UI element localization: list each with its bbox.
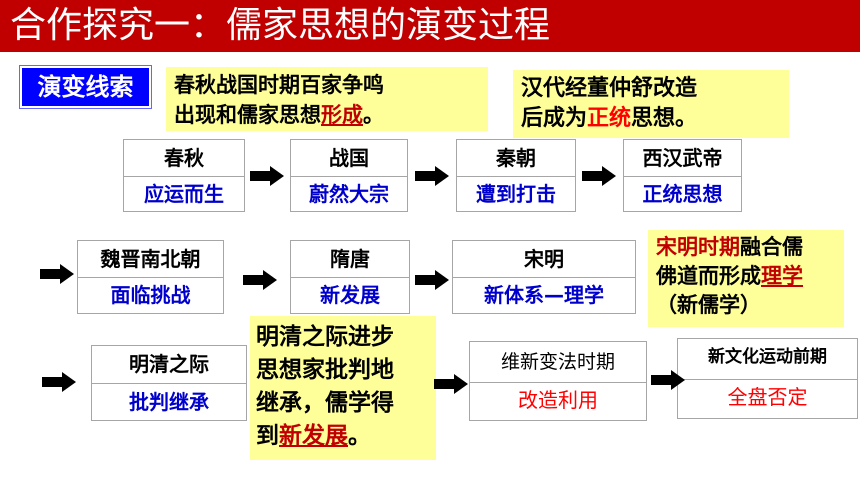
arrow-right-icon xyxy=(250,166,284,186)
stage-box: 隋唐 新发展 xyxy=(290,240,410,314)
note-text: 融合儒 xyxy=(740,235,803,259)
arrow-right-icon xyxy=(582,166,616,186)
note-highlight: 宋明时期 xyxy=(656,235,740,259)
arrow-right-icon xyxy=(243,270,277,290)
note-line: 继承，儒学得 xyxy=(256,390,394,416)
stage-box: 秦朝 遭到打击 xyxy=(456,139,576,212)
stage-period: 春秋 xyxy=(164,146,204,170)
stage-period: 新文化运动前期 xyxy=(708,347,827,367)
note-text: 出现和儒家思想 xyxy=(174,103,321,127)
stage-period: 战国 xyxy=(329,146,369,170)
note-line: 佛道而形成理学 xyxy=(656,262,844,291)
stage-box: 西汉武帝 正统思想 xyxy=(623,139,742,212)
note-text: 。 xyxy=(348,423,371,449)
note-highlight: 理学 xyxy=(761,264,803,288)
arrow-right-icon xyxy=(651,370,685,390)
stage-box: 新文化运动前期 全盘否定 xyxy=(677,338,858,419)
header-bar: 合作探究一：儒家思想的演变过程 xyxy=(0,0,860,52)
arrow-right-icon xyxy=(415,270,449,290)
note-line: 汉代经董仲舒改造 xyxy=(521,76,698,101)
note-line: 思想家批判地 xyxy=(256,357,394,383)
note-line: 出现和儒家思想形成。 xyxy=(174,100,488,130)
note-text: 。 xyxy=(363,103,384,127)
stage-period: 明清之际 xyxy=(129,352,209,376)
stage-desc: 面临挑战 xyxy=(110,283,191,307)
stage-period: 维新变法时期 xyxy=(500,351,615,373)
clue-badge: 演变线索 xyxy=(20,66,151,108)
note-text: 到 xyxy=(256,423,279,449)
stage-box: 维新变法时期 改造利用 xyxy=(469,341,647,421)
stage-box: 魏晋南北朝 面临挑战 xyxy=(77,240,224,314)
note-line: （新儒学） xyxy=(656,293,761,317)
note-line: 到新发展。 xyxy=(256,420,436,453)
stage-period: 秦朝 xyxy=(496,146,536,170)
note-text: 思想。 xyxy=(631,106,698,131)
stage-desc: 全盘否定 xyxy=(727,385,808,409)
stage-period: 魏晋南北朝 xyxy=(100,247,201,271)
stage-desc: 新体系—理学 xyxy=(484,283,604,307)
note-spring-autumn: 春秋战国时期百家争鸣 出现和儒家思想形成。 xyxy=(166,67,488,131)
note-line: 后成为正统思想。 xyxy=(521,104,789,134)
note-song-ming: 宋明时期融合儒 佛道而形成理学 （新儒学） xyxy=(648,230,844,327)
note-highlight: 形成 xyxy=(321,103,363,127)
note-highlight: 新发展 xyxy=(279,423,348,449)
stage-desc: 蔚然大宗 xyxy=(309,182,389,206)
arrow-right-icon xyxy=(415,166,449,186)
note-text: 后成为 xyxy=(521,106,588,131)
note-text: 佛道而形成 xyxy=(656,264,761,288)
stage-period: 西汉武帝 xyxy=(642,146,723,170)
stage-desc: 批判继承 xyxy=(129,390,209,414)
page-title: 合作探究一：儒家思想的演变过程 xyxy=(10,5,551,46)
stage-desc: 遭到打击 xyxy=(476,182,556,206)
stage-box: 明清之际 批判继承 xyxy=(91,345,247,421)
note-highlight: 正统 xyxy=(587,106,632,131)
stage-box: 战国 蔚然大宗 xyxy=(290,139,408,212)
note-line: 明清之际进步 xyxy=(256,324,394,350)
stage-box: 宋明 新体系—理学 xyxy=(452,240,636,314)
note-line: 宋明时期融合儒 xyxy=(656,233,844,262)
note-ming-qing: 明清之际进步 思想家批判地 继承，儒学得 到新发展。 xyxy=(250,316,436,460)
stage-desc: 正统思想 xyxy=(642,182,723,206)
stage-period: 宋明 xyxy=(524,247,564,271)
stage-desc: 新发展 xyxy=(320,283,380,307)
note-line: 春秋战国时期百家争鸣 xyxy=(174,73,384,97)
arrow-right-icon xyxy=(40,264,74,284)
stage-period: 隋唐 xyxy=(330,247,370,271)
stage-desc: 应运而生 xyxy=(144,182,224,206)
stage-box: 春秋 应运而生 xyxy=(123,139,245,212)
note-han-dynasty: 汉代经董仲舒改造 后成为正统思想。 xyxy=(513,70,789,138)
arrow-right-icon xyxy=(42,372,76,392)
stage-desc: 改造利用 xyxy=(518,388,598,412)
arrow-right-icon xyxy=(434,374,468,394)
